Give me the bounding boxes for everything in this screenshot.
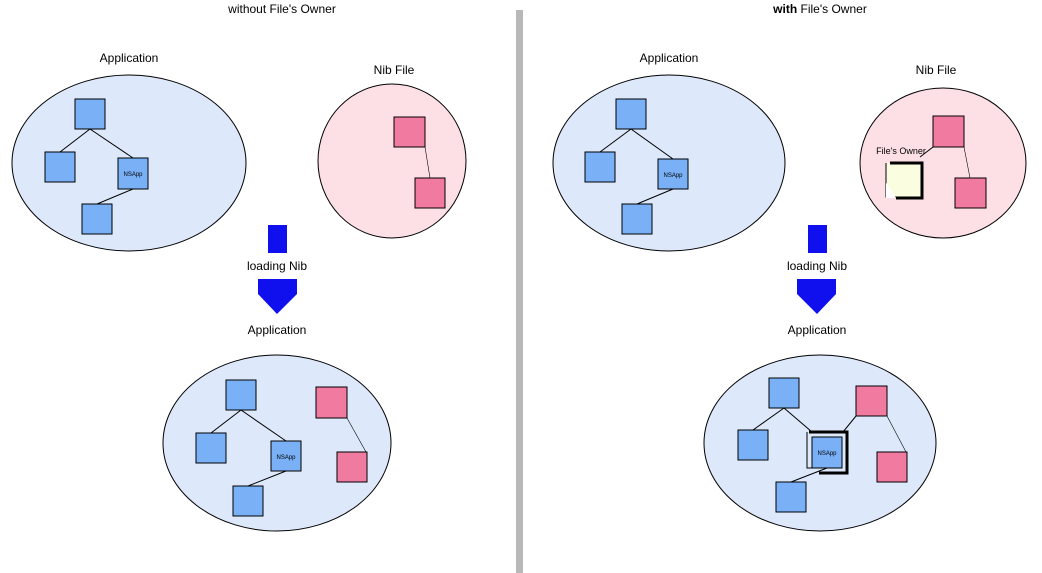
nib-object-square: [855, 385, 888, 417]
nib-object-square: [932, 115, 965, 148]
right-result-label: Application: [788, 323, 847, 337]
object-square: [232, 485, 264, 517]
right-arrow-label: loading Nib: [787, 259, 847, 273]
left-panel-title: without File's Owner: [227, 2, 336, 16]
left-result-label: Application: [248, 323, 307, 337]
right-result-graph: [737, 377, 908, 513]
left-arrow-label: loading Nib: [247, 259, 307, 273]
nib-object-square: [954, 177, 987, 209]
object-square: [775, 481, 807, 513]
left-result-graph: [195, 379, 368, 517]
left-panel: without File's Owner Application NSApp N…: [11, 2, 467, 532]
object-square: [81, 203, 113, 235]
object-square: [74, 98, 106, 130]
object-square: [225, 379, 257, 411]
left-app-graph: [44, 98, 149, 235]
nsapp-owner-highlight: [806, 430, 849, 475]
right-panel: with File's Owner Application NSApp Nib …: [552, 2, 1027, 532]
object-square: [737, 429, 769, 461]
left-loading-arrow: [258, 225, 297, 314]
nsapp-square: [657, 158, 689, 190]
right-loading-arrow: [797, 225, 836, 314]
object-square: [768, 377, 800, 409]
nib-object-square: [315, 386, 348, 419]
object-square: [584, 151, 616, 183]
files-owner-label: File's Owner: [876, 146, 926, 156]
left-nib-label: Nib File: [374, 63, 415, 77]
object-square: [195, 432, 227, 464]
nib-object-square: [414, 177, 446, 209]
nib-object-square: [393, 116, 426, 148]
nsapp-square: [270, 440, 302, 472]
right-panel-title: with File's Owner: [772, 2, 867, 16]
panel-divider: [516, 10, 523, 573]
nsapp-label: NSApp: [276, 455, 296, 461]
right-app-label: Application: [640, 51, 699, 65]
right-app-graph: [584, 98, 689, 235]
right-nib-graph: [919, 115, 987, 209]
object-square: [615, 98, 647, 130]
files-owner-placeholder: [885, 161, 924, 200]
nsapp-label: NSApp: [123, 172, 143, 178]
left-nib-ellipse: [317, 83, 467, 239]
right-nib-label: Nib File: [916, 63, 957, 77]
left-nib-graph: [393, 116, 446, 209]
object-square: [44, 151, 76, 183]
object-square: [621, 203, 653, 235]
left-app-label: Application: [100, 51, 159, 65]
nib-object-square: [876, 451, 908, 483]
nib-object-square: [336, 451, 368, 483]
right-nib-ellipse: [859, 87, 1027, 239]
nsapp-square: [117, 157, 149, 190]
nsapp-label: NSApp: [663, 173, 683, 179]
nsapp-square: [811, 436, 843, 469]
nsapp-label: NSApp: [817, 451, 837, 457]
